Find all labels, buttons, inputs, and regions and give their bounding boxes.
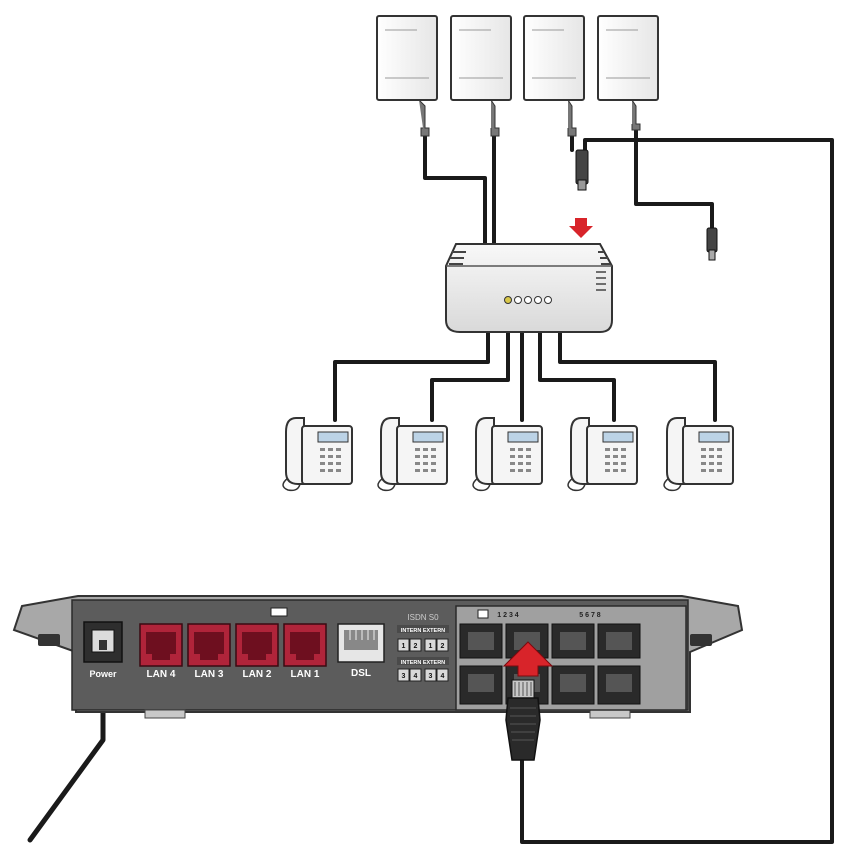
isdn-num: 1 <box>402 643 406 650</box>
switch-icon <box>445 243 613 333</box>
isdn-block <box>397 625 449 682</box>
label-lan2: LAN 2 <box>243 669 272 680</box>
switch-led <box>534 296 542 304</box>
router: Power LAN 4 LAN 3 LAN 2 LAN 1 DSL ISDN S… <box>12 595 744 719</box>
label-analog-1: 1 2 3 4 <box>497 612 519 619</box>
lan-port-2[interactable] <box>235 623 279 667</box>
label-lan1: LAN 1 <box>291 669 320 680</box>
isdn-num: 3 <box>402 673 406 680</box>
rj45-plug-icon <box>706 227 718 261</box>
telephone-icon <box>377 417 448 492</box>
cable-phone-5 <box>558 330 717 422</box>
isdn-num: 4 <box>414 673 418 680</box>
label-power: Power <box>89 669 117 679</box>
isdn-num: 1 <box>429 643 433 650</box>
isdn-num: 4 <box>441 673 445 680</box>
label-lan3: LAN 3 <box>195 669 224 680</box>
switch-led <box>524 296 532 304</box>
analog-ports-bottom-row[interactable] <box>459 665 641 705</box>
power-port[interactable] <box>83 621 123 663</box>
lan-port-4[interactable] <box>139 623 183 667</box>
isdn-top-ports[interactable] <box>397 638 449 652</box>
lan-port-3[interactable] <box>187 623 231 667</box>
label-isdn: ISDN S0 <box>407 613 439 622</box>
label-isdn-bottom: INTERN EXTERN <box>401 660 445 666</box>
cable-phone-4 <box>538 330 616 422</box>
telephone-icon <box>567 417 638 492</box>
power-adapter-icon <box>376 15 438 137</box>
isdn-num: 2 <box>441 643 445 650</box>
arrow-icon <box>569 218 593 238</box>
label-dsl: DSL <box>351 668 371 679</box>
cable-loop-to-router <box>520 138 834 844</box>
cable-adapter-1 <box>423 133 487 247</box>
isdn-num: 3 <box>429 673 433 680</box>
switch-leds <box>504 296 552 304</box>
telephone-icon <box>663 417 734 492</box>
isdn-bottom-ports[interactable] <box>397 668 449 682</box>
switch-led <box>544 296 552 304</box>
rj45-plug-icon <box>575 149 589 191</box>
power-adapters <box>376 15 659 137</box>
arrow-icon <box>502 641 554 677</box>
power-adapter-icon <box>597 15 659 131</box>
rj45-plug-icon <box>505 679 541 761</box>
switch-led <box>514 296 522 304</box>
analog-port-block <box>455 605 687 711</box>
label-lan4: LAN 4 <box>147 669 176 680</box>
cable-phone-1 <box>333 330 490 422</box>
dsl-port[interactable] <box>337 623 385 663</box>
telephones <box>282 417 734 492</box>
power-adapter-icon <box>523 15 585 137</box>
power-adapter-icon <box>450 15 512 137</box>
lan-port-1[interactable] <box>283 623 327 667</box>
cable-phone-2 <box>430 330 510 422</box>
cable-adapter-4 <box>634 126 714 230</box>
isdn-num: 2 <box>414 643 418 650</box>
telephone-icon <box>472 417 543 492</box>
analog-ports-top-row[interactable] <box>459 623 641 659</box>
label-isdn-top: INTERN EXTERN <box>401 628 445 634</box>
telephone-icon <box>282 417 353 492</box>
switch-led <box>504 296 512 304</box>
label-analog-2: 5 6 7 8 <box>579 612 601 619</box>
